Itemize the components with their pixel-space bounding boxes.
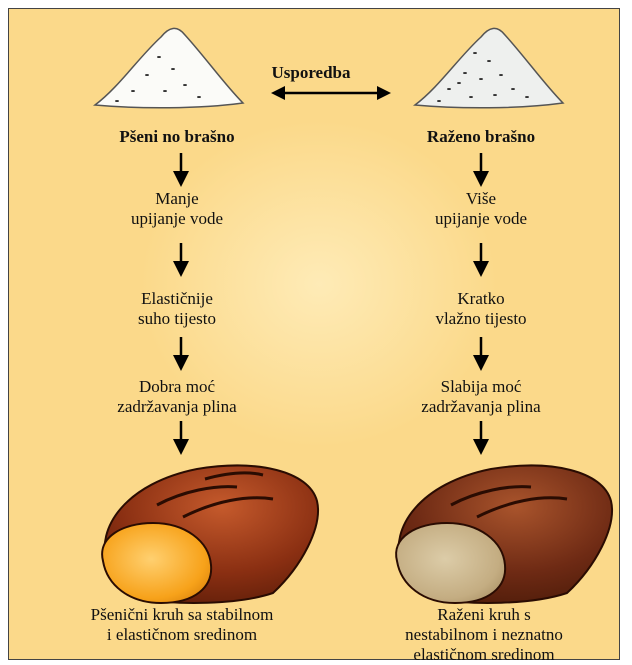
rye-flour-title: Raženo brašno <box>361 127 601 147</box>
down-arrow-icon <box>171 153 191 187</box>
rye-bread-caption: Raženi kruh s nestabilnom i neznatno ela… <box>349 605 619 665</box>
diagram-frame: Usporedba Pšeni no brašno Manje upijanje… <box>8 8 620 660</box>
down-arrow-icon <box>171 243 191 277</box>
wheat-bread-loaf-icon <box>87 457 327 607</box>
rye-step-2: Kratko vlažno tijesto <box>361 289 601 329</box>
down-arrow-icon <box>471 153 491 187</box>
down-arrow-icon <box>471 243 491 277</box>
rye-step-1: Više upijanje vode <box>361 189 601 229</box>
wheat-step-1: Manje upijanje vode <box>57 189 297 229</box>
double-arrow-icon <box>271 84 391 102</box>
rye-bread-loaf-icon <box>381 457 621 607</box>
down-arrow-icon <box>471 337 491 371</box>
wheat-flour-pile-icon <box>89 17 249 109</box>
comparison-label: Usporedba <box>231 63 391 83</box>
wheat-step-2: Elastičnije suho tijesto <box>57 289 297 329</box>
down-arrow-icon <box>171 337 191 371</box>
wheat-bread-caption: Pšenični kruh sa stabilnom i elastičnom … <box>47 605 317 645</box>
wheat-flour-title: Pšeni no brašno <box>57 127 297 147</box>
down-arrow-icon <box>471 421 491 455</box>
rye-flour-pile-icon <box>409 17 569 109</box>
wheat-step-3: Dobra moć zadržavanja plina <box>57 377 297 417</box>
down-arrow-icon <box>171 421 191 455</box>
rye-step-3: Slabija moć zadržavanja plina <box>361 377 601 417</box>
